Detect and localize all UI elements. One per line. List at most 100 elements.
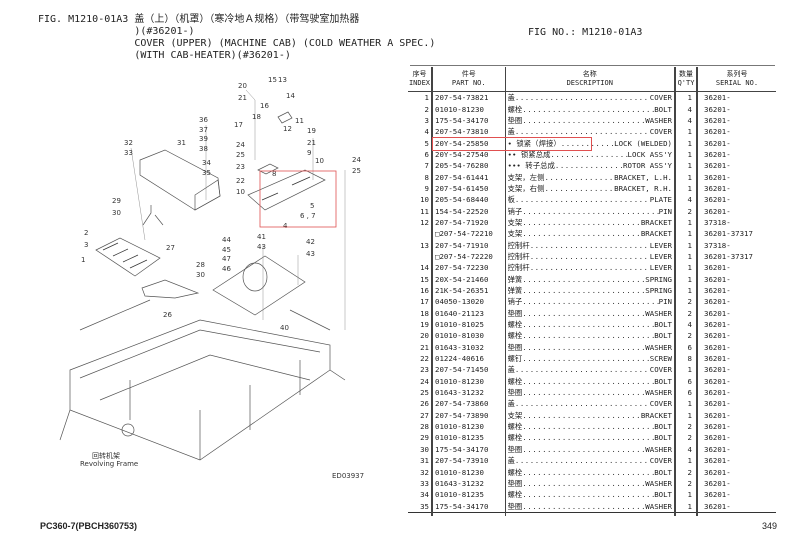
desc-zh: 支架，左侧 bbox=[507, 172, 545, 182]
callout-label: 5 bbox=[310, 202, 314, 210]
row-index: 31 bbox=[408, 455, 433, 467]
row-description: 垫圈WASHER bbox=[505, 477, 676, 490]
desc-en: BOLT bbox=[654, 422, 672, 432]
callout-label: 8 bbox=[272, 170, 276, 178]
cover-1-shape bbox=[95, 237, 161, 277]
row-part-no: 175-54-34170 bbox=[432, 443, 506, 455]
frame-label-en: Revolving Frame bbox=[80, 460, 138, 468]
frame-label-zh: 回转机架 bbox=[92, 451, 120, 460]
row-qty: 4 bbox=[675, 443, 698, 455]
desc-en: BOLT bbox=[654, 331, 672, 341]
callout-label: 31 bbox=[177, 139, 186, 147]
row-qty: 6 bbox=[675, 386, 698, 399]
title-line: COVER (UPPER) (MACHINE CAB) (COLD WEATHE… bbox=[38, 38, 436, 49]
desc-en: BOLT bbox=[654, 320, 672, 330]
row-serial: 36201- bbox=[704, 127, 731, 137]
row-description: 螺栓BOLT bbox=[505, 489, 676, 501]
desc-zh: 支架 bbox=[507, 410, 523, 420]
row-serial: 36201- bbox=[704, 183, 731, 193]
row-index: 21 bbox=[408, 341, 433, 353]
desc-en: BRACKET bbox=[640, 217, 672, 227]
row-qty: 2 bbox=[675, 330, 698, 342]
row-serial: 36201- bbox=[704, 206, 731, 216]
desc-zh: 盖 bbox=[507, 399, 515, 409]
figure-title: FIG. M1210-01A3 盖（上）（机罩）（寒冷地Ａ规格）（带驾驶室加热器… bbox=[38, 14, 435, 62]
row-description: 控制杆LEVER bbox=[505, 250, 676, 263]
row-serial: 37318- bbox=[704, 240, 731, 250]
desc-zh: 螺栓 bbox=[507, 376, 523, 386]
callout-label: 12 bbox=[283, 125, 292, 133]
row-part-no: 154-54-22520 bbox=[432, 205, 506, 217]
row-serial: 36201- bbox=[704, 422, 731, 432]
row-index: 17 bbox=[408, 296, 433, 308]
row-serial: 36201- bbox=[704, 354, 731, 364]
row-serial: 36201-37317 bbox=[704, 251, 753, 261]
callout-label: 10 bbox=[236, 188, 245, 196]
callout-label: 11 bbox=[295, 117, 304, 125]
row-part-no: □207-54-72220 bbox=[432, 250, 506, 263]
row-description: 螺栓BOLT bbox=[505, 330, 676, 342]
row-serial: 36201- bbox=[704, 376, 731, 386]
row-description: 支架BRACKET bbox=[505, 216, 676, 229]
callout-label: 18 bbox=[252, 113, 261, 121]
row-qty: 1 bbox=[675, 398, 698, 410]
row-description: ••• 转子总成ROTOR ASS'Y bbox=[505, 160, 676, 172]
row-qty: 1 bbox=[675, 500, 698, 513]
row-part-no: 205-54-76280 bbox=[432, 160, 506, 172]
row-description: 螺栓BOLT bbox=[505, 466, 676, 478]
callout-label: 4 bbox=[283, 222, 288, 230]
desc-zh: 螺栓 bbox=[507, 104, 523, 114]
row-part-no: 207-54-71450 bbox=[432, 364, 506, 376]
row-index: 32 bbox=[408, 466, 433, 478]
row-qty: 2 bbox=[675, 307, 698, 319]
desc-en: COVER bbox=[649, 127, 672, 137]
row-index: 25 bbox=[408, 386, 433, 399]
diagram-highlight-box bbox=[259, 170, 337, 228]
callout-label: 24 bbox=[236, 141, 245, 149]
callout-label: 28 bbox=[196, 261, 205, 269]
row-part-no: 207-54-61441 bbox=[432, 171, 506, 183]
desc-en: COVER bbox=[649, 399, 672, 409]
callout-label: 1 bbox=[81, 256, 85, 264]
row-serial: 36201- bbox=[704, 308, 731, 318]
callout-label: 22 bbox=[236, 177, 245, 185]
row-qty: 2 bbox=[675, 420, 698, 433]
desc-zh: 垫圈 bbox=[507, 501, 523, 511]
desc-en: PIN bbox=[658, 297, 672, 307]
row-description: 螺栓BOLT bbox=[505, 318, 676, 331]
desc-en: COVER bbox=[649, 93, 672, 103]
row-index: 11 bbox=[408, 205, 433, 217]
row-part-no: 175-54-34170 bbox=[432, 500, 506, 513]
row-description: 螺栓BOLT bbox=[505, 103, 676, 115]
row-part-no: 21K-54-26351 bbox=[432, 284, 506, 297]
desc-en: WASHER bbox=[645, 478, 672, 488]
row-index: 14 bbox=[408, 262, 433, 274]
row-serial: 36201- bbox=[704, 149, 731, 159]
desc-en: WASHER bbox=[645, 308, 672, 318]
row-qty: 1 bbox=[675, 171, 698, 183]
desc-en: BRACKET bbox=[640, 410, 672, 420]
row-index: 5 bbox=[408, 137, 433, 149]
desc-en: BRACKET, L.H. bbox=[614, 172, 672, 182]
row-qty: 4 bbox=[675, 194, 698, 206]
callout-label: 2 bbox=[84, 229, 88, 237]
row-description: 盖COVER bbox=[505, 364, 676, 376]
callout-label: 25 bbox=[236, 151, 245, 159]
row-description: 盖COVER bbox=[505, 455, 676, 467]
page-number: 349 bbox=[762, 521, 778, 531]
title-line: FIG. M1210-01A3 盖（上）（机罩）（寒冷地Ａ规格）（带驾驶室加热器 bbox=[38, 14, 360, 25]
table-row: □207-54-72210支架BRACKET136201-37317 bbox=[408, 228, 776, 240]
